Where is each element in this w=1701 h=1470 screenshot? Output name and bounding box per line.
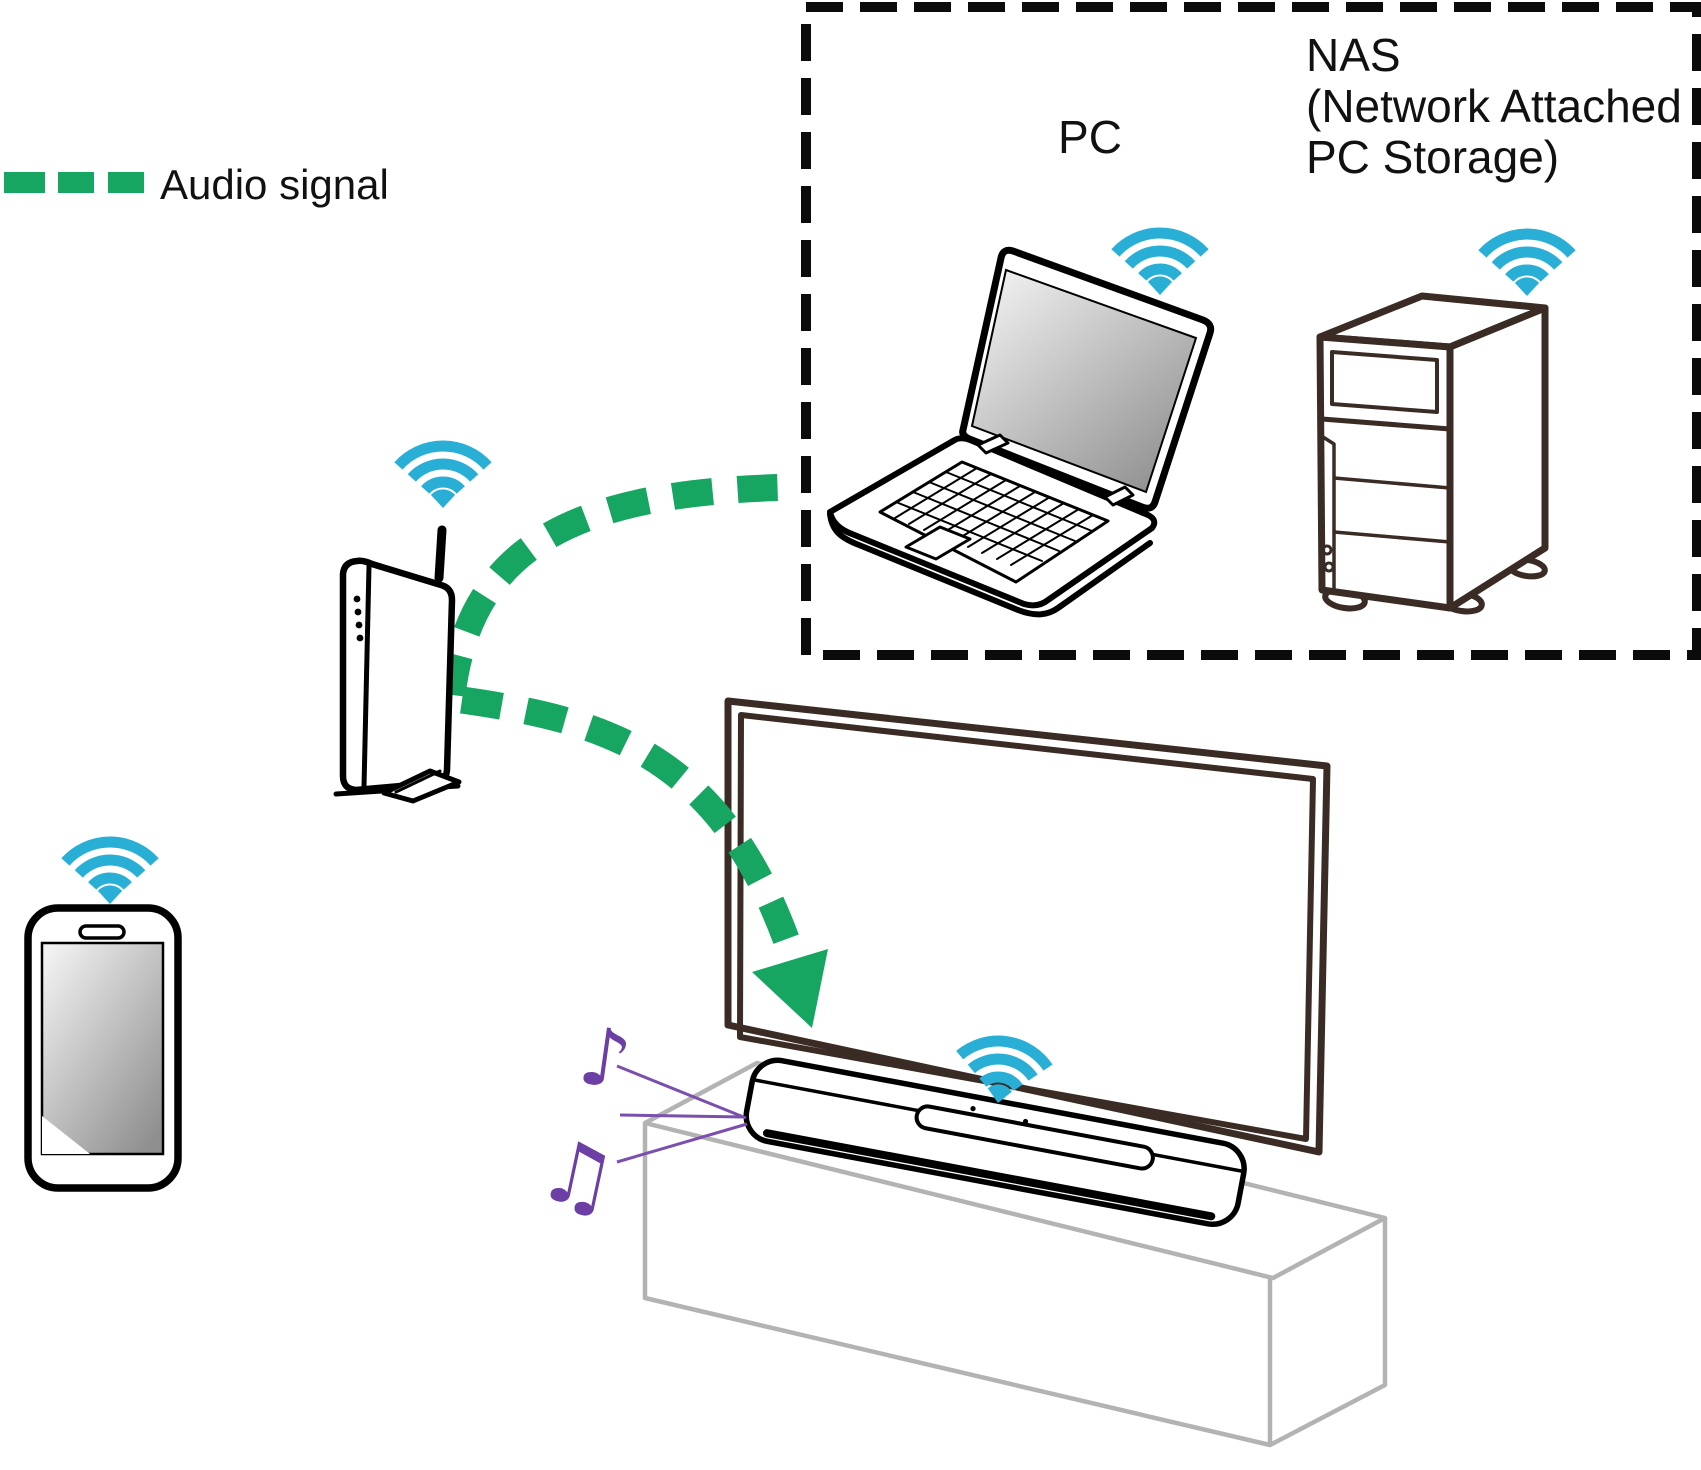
- tv: [724, 697, 1331, 1156]
- tv-stand: [642, 1060, 1388, 1448]
- nas-label: NAS (Network Attached PC Storage): [1306, 29, 1682, 183]
- legend-label: Audio signal: [160, 161, 389, 208]
- smartphone: [24, 904, 182, 1192]
- nas-server: [1316, 292, 1549, 615]
- soundbar: [743, 1057, 1247, 1227]
- sound-lines: [616, 1064, 748, 1164]
- audio-signal-legend-dashes: [4, 172, 144, 193]
- wifi-icon-smartphone: [65, 842, 154, 904]
- wifi-icon-router: [398, 446, 487, 508]
- wifi-icon-pc: [1115, 233, 1204, 295]
- music-note-beamed-icon: ♫: [530, 1119, 626, 1233]
- audio-signal-curve-upper: [438, 473, 803, 697]
- music-note-icon: ♪: [573, 1009, 637, 1108]
- wireless-router: [333, 525, 462, 804]
- laptop-keyboard: [894, 467, 1094, 566]
- pc-laptop: [827, 246, 1215, 618]
- audio-signal-arrowhead: [752, 949, 828, 1028]
- network-box-border: [801, 2, 1701, 660]
- pc-label: PC: [1058, 111, 1122, 163]
- audio-signal-curve-lower: [460, 686, 828, 1028]
- wifi-icon-nas: [1482, 234, 1571, 296]
